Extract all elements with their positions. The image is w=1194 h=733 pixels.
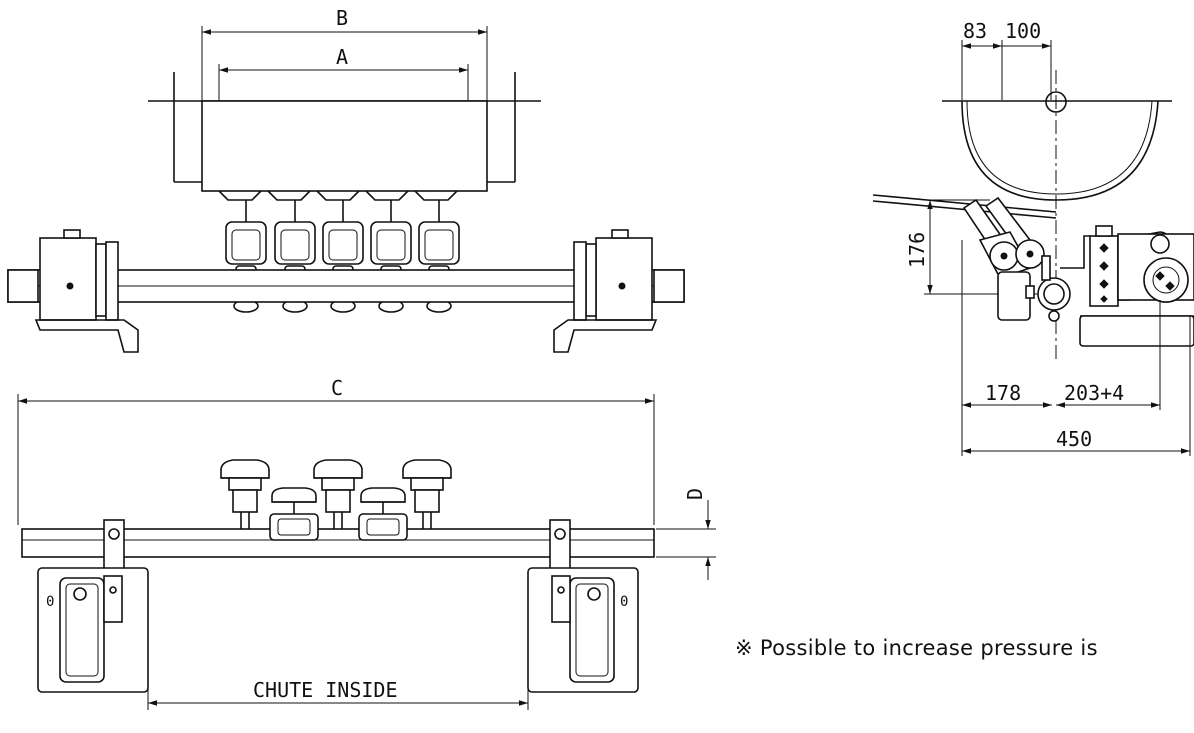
front-scraper-blades [225,200,460,313]
dimension-100-label: 100 [1005,19,1041,43]
front-left-tensioner [34,229,139,353]
dimension-chute-inside: CHUTE INSIDE [147,640,529,710]
dimension-203-4-label: 203+4 [1064,381,1124,405]
plan-right-tensioner: 0 [527,519,639,693]
plan-left-tensioner: 0 [37,519,149,693]
dimension-450: 450 [962,427,1190,454]
side-scraper-assembly [962,196,1194,347]
dimension-d: D [656,488,716,580]
dimension-450-label: 450 [1056,427,1092,451]
dimension-d-label: D [683,488,707,500]
dimension-83-label: 83 [963,19,987,43]
dimension-178-label: 178 [985,381,1021,405]
dimension-203-4: 203+4 [1056,381,1160,408]
dimension-chute-inside-label: CHUTE INSIDE [253,678,398,702]
dimension-176: 176 [905,199,1046,295]
plan-view: C D [17,376,716,710]
plan-scraper-heads [220,459,452,541]
front-view: B A [7,6,685,353]
dimension-b-label: B [336,6,348,30]
dimension-c: C [17,376,655,525]
dimension-83-100: 83 100 [961,19,1052,100]
dimension-178: 178 [961,240,1191,456]
front-scraper-tips [218,190,458,201]
plan-main-shaft [21,528,655,558]
pressure-note: ※ Possible to increase pressure is [735,636,1098,660]
dimension-c-label: C [331,376,343,400]
dimension-a-label: A [336,45,348,69]
svg-text:0: 0 [46,594,54,610]
dimension-176-label: 176 [905,232,929,268]
front-right-tensioner [553,229,658,353]
side-view: 83 100 176 [872,19,1194,456]
svg-text:0: 0 [620,594,628,610]
